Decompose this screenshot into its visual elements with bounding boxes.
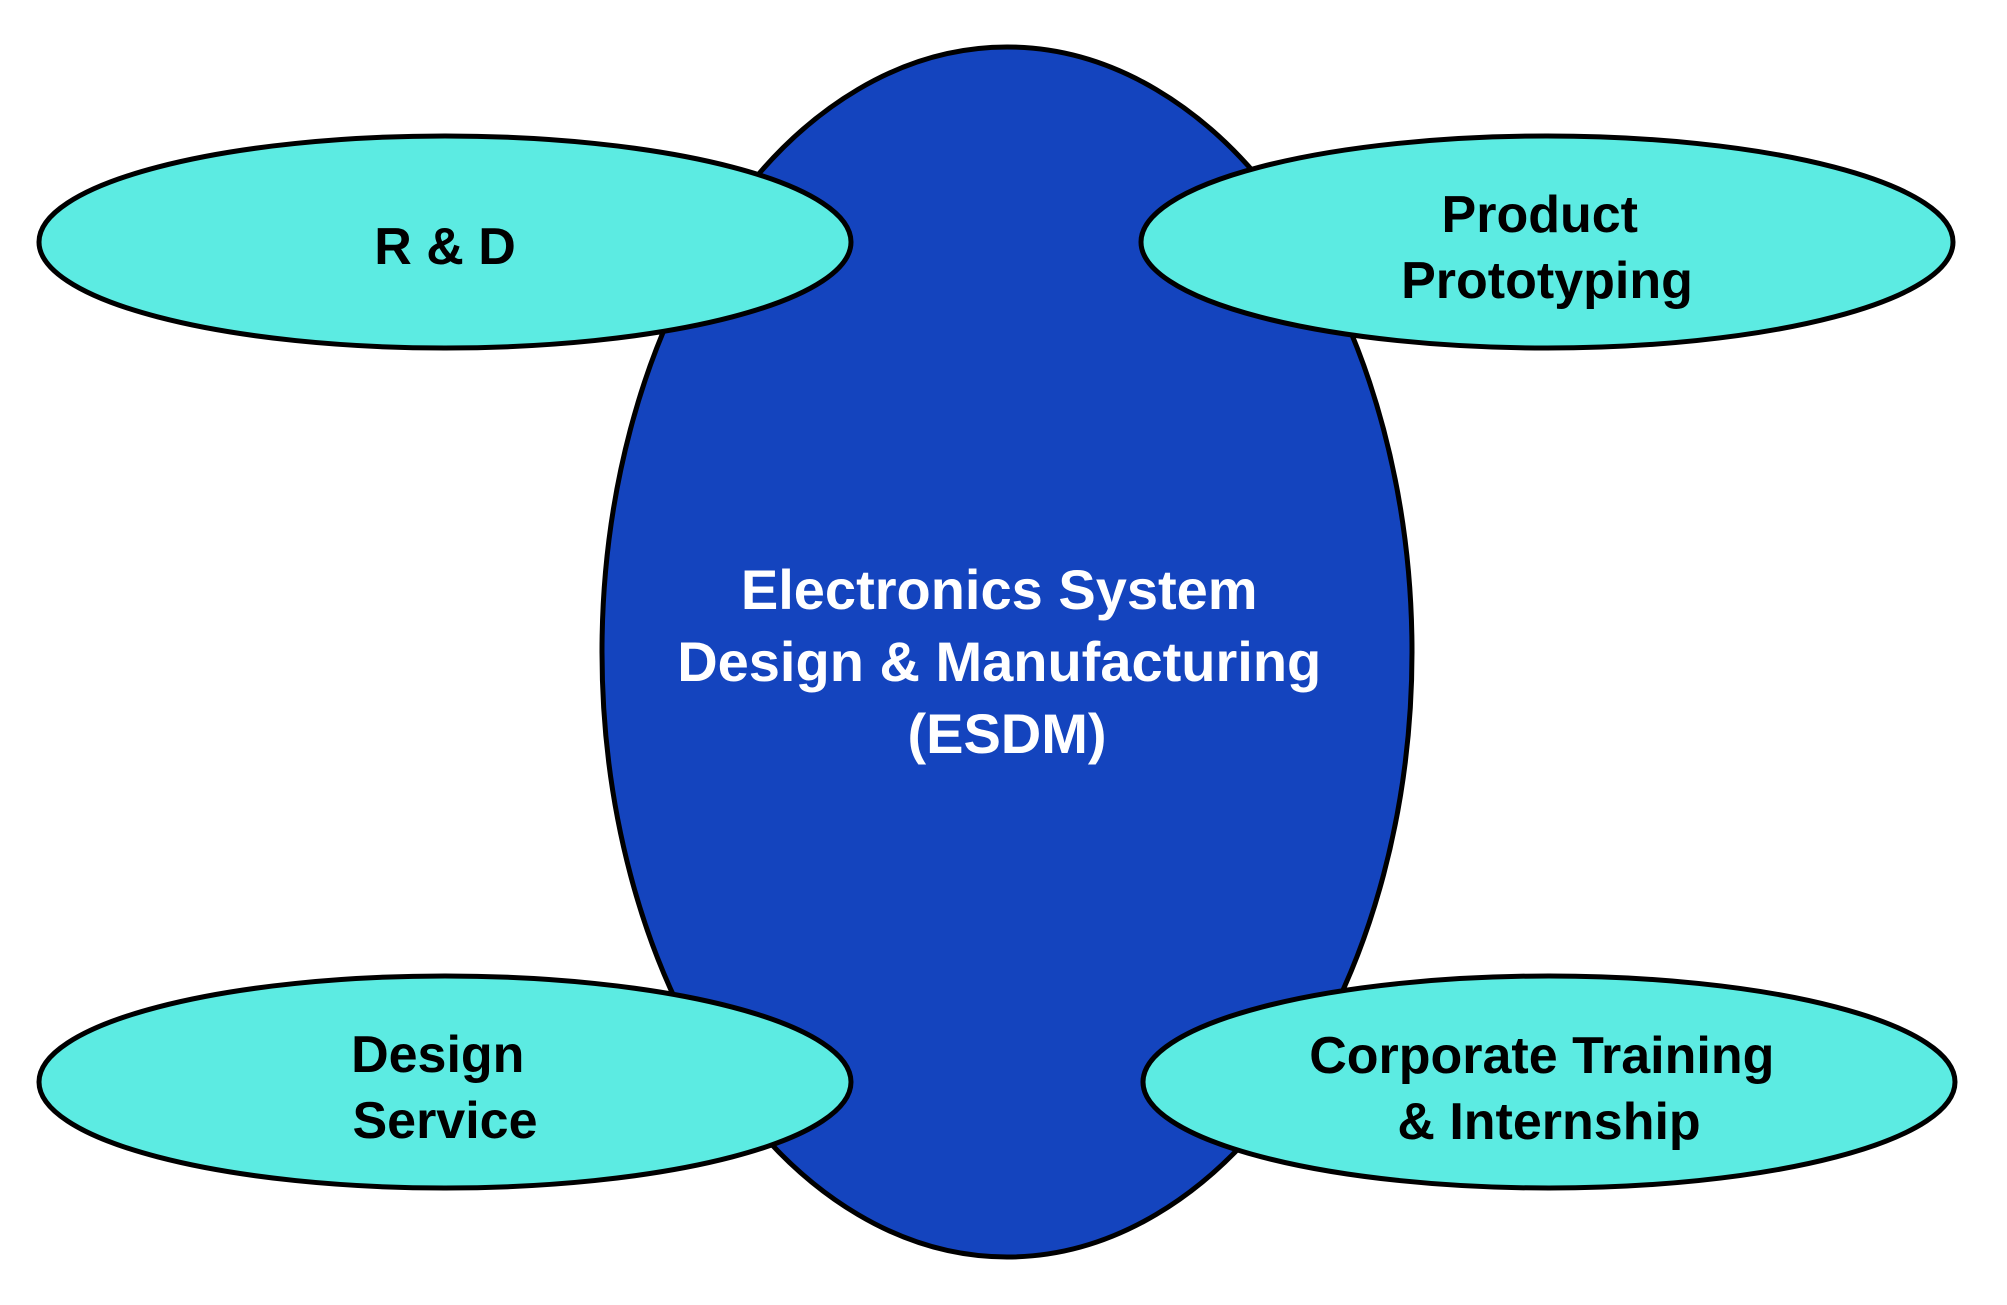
node-design-service-ellipse: [36, 973, 854, 1191]
node-product-prototyping-label-line-1: Product: [1442, 186, 1638, 244]
node-product-prototyping-ellipse: [1138, 133, 1956, 351]
node-corporate-training-ellipse: [1140, 973, 1958, 1191]
node-corporate-training-label-line-2: & Internship: [1397, 1093, 1700, 1151]
node-corporate-training-label: Corporate Training & Internship: [1309, 1027, 1789, 1151]
node-rnd: R & D: [36, 133, 854, 351]
node-product-prototyping-label: Product Prototyping: [1401, 186, 1693, 310]
node-design-service-label-line-1: Design: [351, 1026, 524, 1084]
center-label-line-1: Electronics System: [741, 558, 1258, 621]
node-product-prototyping: Product Prototyping: [1138, 133, 1956, 351]
node-design-service: Design Service: [36, 973, 854, 1191]
node-rnd-ellipse: [36, 133, 854, 351]
center-label: Electronics System Design & Manufacturin…: [677, 558, 1337, 765]
node-design-service-label: Design Service: [351, 1026, 539, 1150]
node-product-prototyping-label-line-2: Prototyping: [1401, 252, 1693, 310]
node-corporate-training: Corporate Training & Internship: [1140, 973, 1958, 1191]
center-hub: Electronics System Design & Manufacturin…: [599, 44, 1415, 1260]
center-label-line-2: Design & Manufacturing: [677, 630, 1321, 693]
node-design-service-label-line-2: Service: [352, 1092, 537, 1150]
node-rnd-label-line-1: R & D: [374, 218, 516, 276]
node-corporate-training-label-line-1: Corporate Training: [1309, 1027, 1774, 1085]
node-rnd-label: R & D: [374, 218, 516, 276]
center-ellipse: [599, 44, 1415, 1260]
center-label-line-3: (ESDM): [907, 702, 1106, 765]
